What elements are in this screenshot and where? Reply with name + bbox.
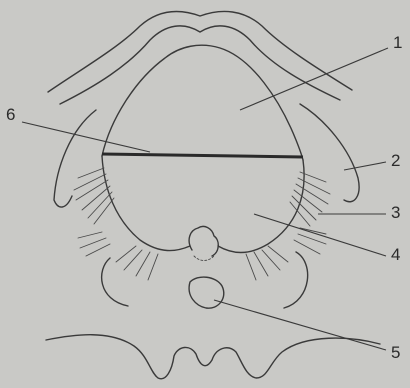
leader-line-1 <box>240 48 388 110</box>
right-iliac-wall <box>300 104 359 202</box>
leader-line-6 <box>22 122 150 152</box>
pelvic-inlet-outline <box>102 45 303 160</box>
right-ischial-curve <box>284 252 308 308</box>
left-ischial-curve <box>102 258 128 306</box>
left-ligament-fibers <box>74 168 158 280</box>
coccyx-shape <box>189 226 218 256</box>
coccyx-base <box>189 277 224 308</box>
label-4: 4 <box>391 246 400 263</box>
pelvic-cavity-outline-right <box>218 160 304 253</box>
leader-line-2 <box>344 162 386 170</box>
left-iliac-wall <box>54 110 96 207</box>
label-6: 6 <box>6 106 15 123</box>
bottom-contour <box>46 335 380 379</box>
leader-line-4 <box>254 214 386 256</box>
label-2: 2 <box>391 152 400 169</box>
label-1: 1 <box>393 34 402 51</box>
inner-arch-line <box>60 26 340 104</box>
transverse-diameter-line <box>102 154 303 157</box>
coccyx-segment <box>194 256 214 261</box>
pelvic-cavity-outline <box>102 156 190 251</box>
label-5: 5 <box>391 344 400 361</box>
label-3: 3 <box>391 204 400 221</box>
outer-arch-line <box>48 11 352 92</box>
